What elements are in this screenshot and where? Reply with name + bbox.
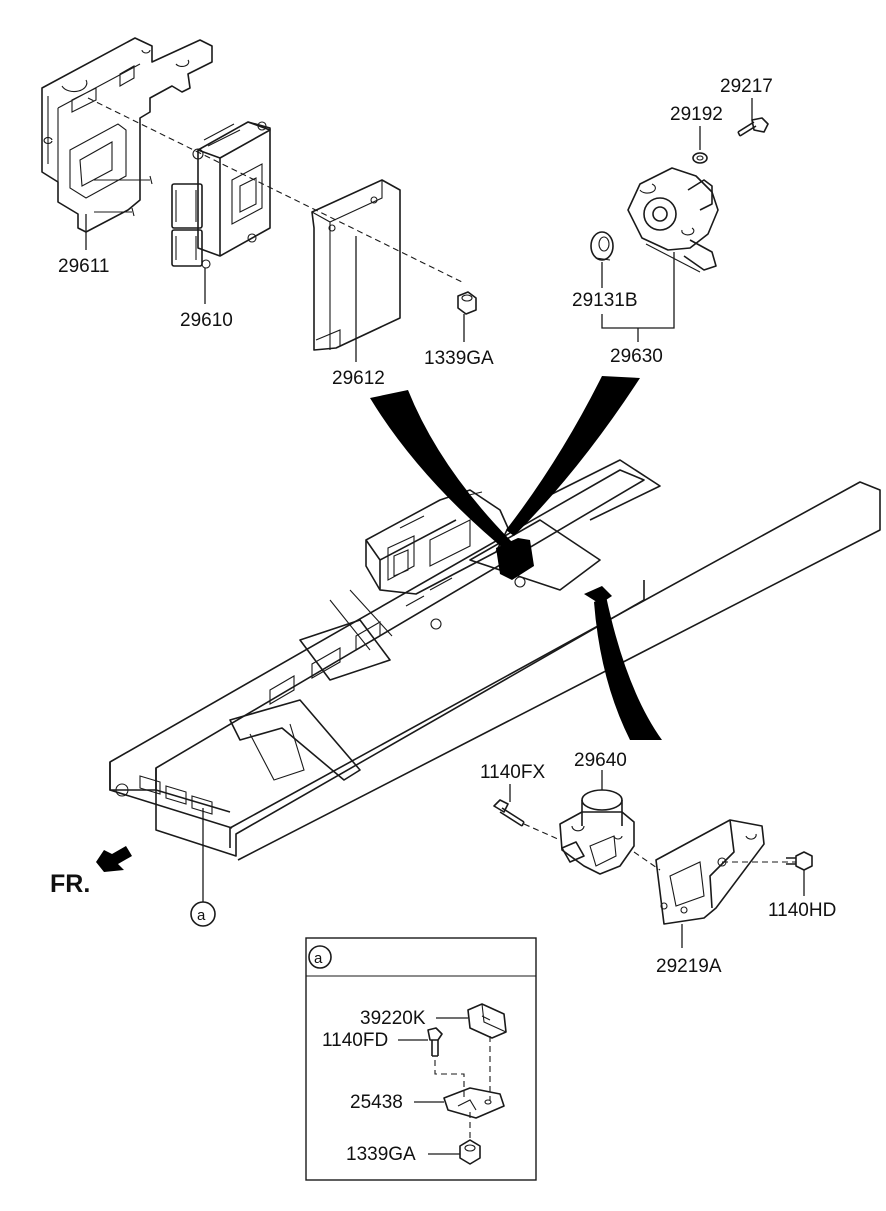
dash-inset xyxy=(434,1036,491,1100)
bracket-25438 xyxy=(443,1087,505,1119)
front-arrow xyxy=(96,846,132,872)
inset-label: a xyxy=(314,950,323,967)
washer-29192 xyxy=(692,152,708,164)
label-25438: 25438 xyxy=(350,1092,403,1113)
label-1140hd: 1140HD xyxy=(768,900,836,921)
inset-panel xyxy=(305,937,537,1181)
assembly-dash-line xyxy=(87,97,463,283)
label-1140fd: 1140FD xyxy=(322,1030,388,1051)
dash-1140fx xyxy=(523,823,561,841)
callout-a-circle xyxy=(190,901,216,927)
label-39220k: 39220K xyxy=(360,1008,426,1029)
bracket-29611 xyxy=(41,37,213,233)
sensor-39220k xyxy=(467,1003,507,1039)
label-29611: 29611 xyxy=(58,256,109,277)
bolt-1140hd xyxy=(786,851,813,871)
callout-wedge-ecu xyxy=(370,390,516,554)
callout-wedge-valve xyxy=(594,596,662,740)
nut-1339ga-inset xyxy=(459,1139,481,1165)
label-1339ga-inset: 1339GA xyxy=(346,1144,416,1165)
label-29630: 29630 xyxy=(610,346,663,367)
bolt-1140fd xyxy=(427,1027,443,1057)
cover-29612 xyxy=(311,179,401,351)
callout-a-text: a xyxy=(197,907,206,924)
bolt-29217 xyxy=(737,117,769,137)
sensor-29630 xyxy=(627,167,719,273)
dash-29219a xyxy=(633,851,796,871)
cap-29131b xyxy=(590,231,614,261)
label-front: FR. xyxy=(50,870,90,898)
callout-wedge-sensor xyxy=(506,376,640,536)
label-29219a: 29219A xyxy=(656,956,722,977)
label-1339ga: 1339GA xyxy=(424,348,494,369)
label-29131b: 29131B xyxy=(572,290,638,311)
nut-1339ga xyxy=(457,291,477,315)
chassis-frame xyxy=(109,459,881,861)
label-29610: 29610 xyxy=(180,310,233,331)
label-29640: 29640 xyxy=(574,750,627,771)
label-1140fx: 1140FX xyxy=(480,762,545,783)
label-29192: 29192 xyxy=(670,104,723,125)
ecu-29610 xyxy=(171,121,271,269)
label-29217: 29217 xyxy=(720,76,773,97)
bolt-1140fx xyxy=(493,799,525,827)
inset-callout-circle xyxy=(308,945,332,969)
valve-29640 xyxy=(559,789,635,875)
label-29612: 29612 xyxy=(332,368,385,389)
bracket-29219a xyxy=(655,819,765,925)
